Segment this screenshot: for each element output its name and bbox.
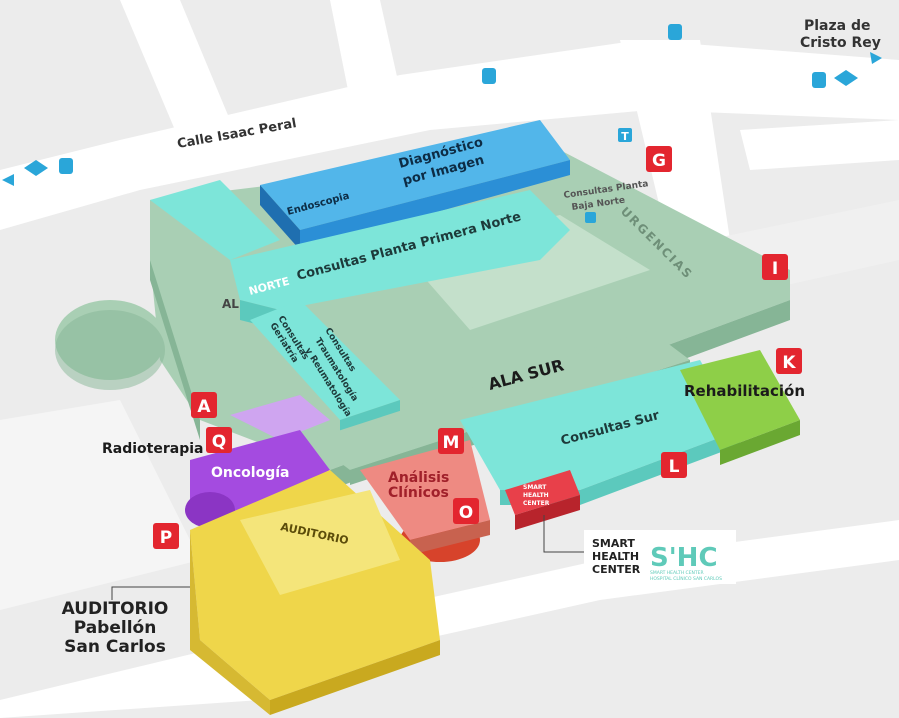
bus-icon [482, 68, 496, 84]
svg-text:A: A [197, 397, 211, 417]
auditorio-callout-line2: Pabellón [73, 618, 157, 638]
label-oncologia: Oncología [211, 465, 289, 481]
label-radioterapia: Radioterapia [102, 441, 203, 457]
smart-callout-line1: SMART [592, 537, 635, 550]
building-rehabilitacion [680, 350, 800, 465]
svg-text:S'HC: S'HC [650, 543, 718, 573]
metro-sign-icon [24, 160, 48, 176]
label-smart-roof-2: HEALTH [523, 492, 549, 499]
plaza-cristo-rey-line1: Plaza de [804, 18, 871, 34]
svg-text:SMART HEALTH CENTER: SMART HEALTH CENTER [650, 570, 704, 576]
bus-icon [812, 72, 826, 88]
svg-text:O: O [459, 503, 473, 523]
svg-text:P: P [160, 528, 172, 548]
metro-small-icon [585, 212, 596, 223]
label-analisis-2: Clínicos [388, 485, 449, 501]
auditorio-callout-line3: San Carlos [64, 637, 166, 657]
metro-sign-icon [834, 70, 858, 86]
svg-text:G: G [652, 151, 666, 171]
smart-callout-line [543, 515, 584, 553]
plaza-cristo-rey-line2: Cristo Rey [800, 35, 881, 51]
smart-health-center-callout: SMART HEALTH CENTER [592, 537, 640, 576]
svg-text:Q: Q [212, 432, 226, 452]
svg-text:I: I [772, 259, 778, 279]
svg-text:T: T [621, 130, 629, 143]
svg-text:K: K [782, 353, 796, 373]
marker-a[interactable]: A [191, 392, 217, 418]
direction-arrow-icon [870, 52, 882, 64]
smart-callout-line3: CENTER [592, 563, 641, 576]
label-analisis-1: Análisis [388, 470, 449, 486]
marker-q[interactable]: Q [206, 427, 232, 453]
marker-g[interactable]: G [646, 146, 672, 172]
direction-arrow-icon [2, 174, 14, 186]
auditorio-callout-line [111, 586, 190, 600]
building-diagnostico [260, 120, 570, 250]
label-ala-norte-left: AL [222, 297, 239, 311]
marker-m[interactable]: M [438, 428, 464, 454]
building-consultas-primera-norte [150, 180, 570, 330]
marker-p[interactable]: P [153, 523, 179, 549]
marker-k[interactable]: K [776, 348, 802, 374]
marker-i[interactable]: I [762, 254, 788, 280]
auditorio-pabellon-callout: AUDITORIO Pabellón San Carlos [50, 600, 180, 657]
building-smart-health-center [505, 470, 580, 530]
svg-text:HOSPITAL CLÍNICO SAN CARLOS: HOSPITAL CLÍNICO SAN CARLOS [650, 575, 722, 582]
auditorio-callout-line1: AUDITORIO [61, 599, 169, 619]
marker-o[interactable]: O [453, 498, 479, 524]
smart-callout-line2: HEALTH [592, 550, 640, 563]
label-rehabilitacion: Rehabilitación [684, 382, 805, 400]
label-smart-roof-1: SMART [523, 484, 547, 491]
svg-text:M: M [443, 433, 460, 453]
building-auditorio [190, 470, 440, 715]
label-smart-roof-3: CENTER [523, 500, 550, 507]
metro-icon: T [618, 128, 632, 143]
marker-l[interactable]: L [661, 452, 687, 478]
svg-text:L: L [669, 457, 680, 477]
bus-icon [59, 158, 73, 174]
bus-icon [668, 24, 682, 40]
shc-logo: S'HC SMART HEALTH CENTER HOSPITAL CLÍNIC… [584, 530, 736, 584]
